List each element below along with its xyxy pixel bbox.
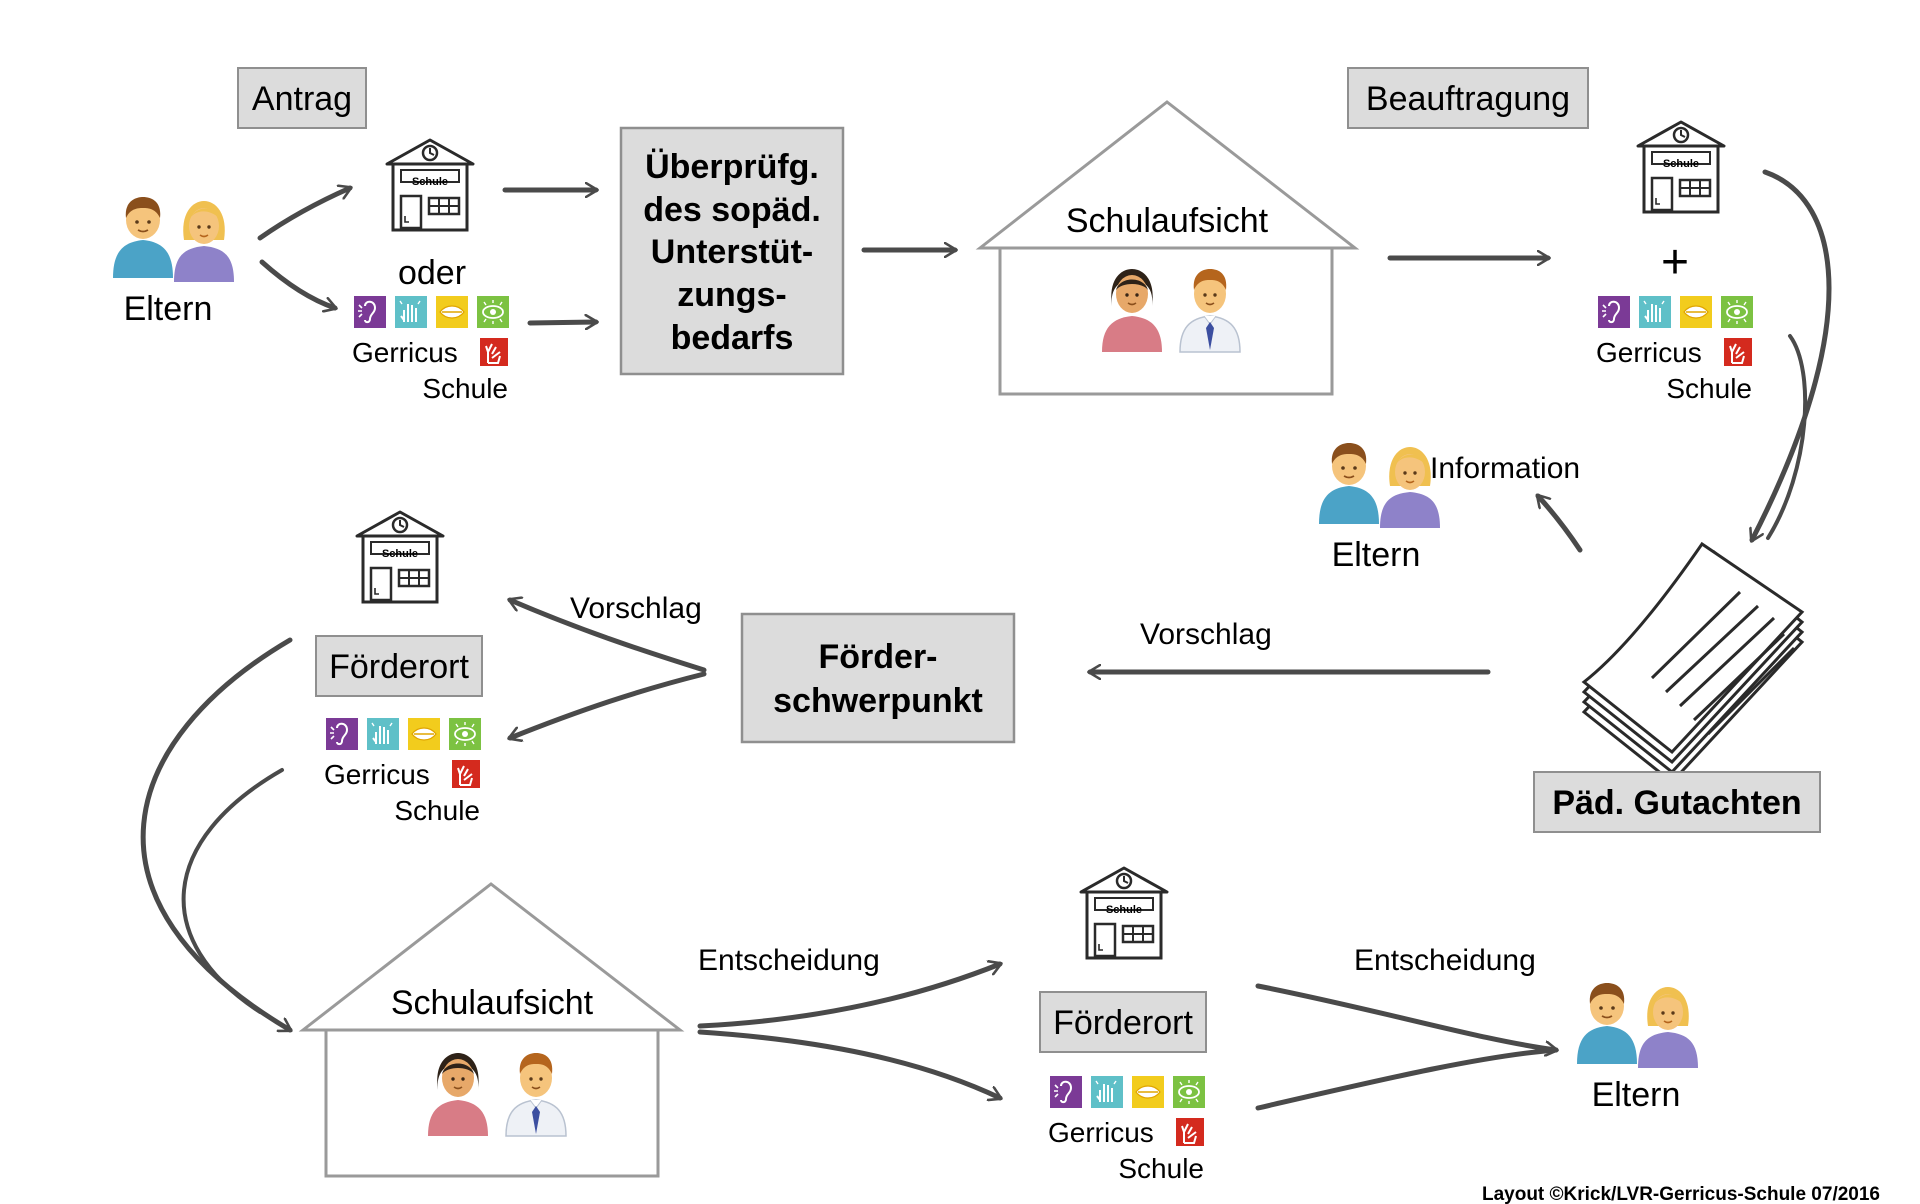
report-label: Päd. Gutachten — [1552, 784, 1801, 822]
parent-father-icon — [1318, 442, 1380, 525]
arrow-authority-to-school-bottom — [697, 964, 1000, 1029]
school-top-right: Schule — [1636, 120, 1726, 214]
arrow-school-to-report — [1752, 169, 1832, 540]
parents-label: Eltern — [1332, 536, 1421, 574]
support-check-line-5: bedarfs — [671, 319, 794, 357]
support-check-line-3: Unterstüt- — [651, 233, 813, 271]
arrow-gerricus-to-report — [1766, 334, 1808, 540]
school-authority-bottom: Schulaufsicht — [298, 882, 685, 1178]
arrow-school-to-parents-bottom — [1255, 983, 1556, 1050]
school-top-left: Schule — [385, 138, 475, 232]
sign-language-hand-icon — [1175, 1117, 1205, 1147]
parent-father-icon — [1576, 982, 1638, 1065]
gerricus-label: Gerricus — [1048, 1117, 1154, 1148]
school-sign-text: Schule — [412, 176, 448, 188]
foerderort-label-box-mid: Förderort — [315, 635, 483, 697]
arrow-school-to-authority — [140, 637, 290, 1033]
school-bottom-center: Schule — [1079, 866, 1169, 960]
focus-line-1: Förder- — [819, 638, 938, 676]
arrow-gerricus-to-parents-bottom — [1255, 1047, 1559, 1111]
focus-box: Förder- schwerpunkt — [740, 612, 1016, 744]
vorschlag-label-left: Vorschlag — [570, 592, 702, 625]
document-stack-icon — [1581, 541, 1805, 785]
oder-label: oder — [398, 254, 466, 292]
gerricus-schule-label: Schule — [1118, 1153, 1204, 1184]
school-authority-top: Schulaufsicht — [975, 100, 1360, 396]
gerricus-schule-label: Schule — [422, 373, 508, 404]
gerricus-top-left: Gerricus Schule — [352, 295, 510, 404]
parents-label: Eltern — [1592, 1076, 1681, 1114]
report-stack: Päd. Gutachten — [1533, 541, 1821, 833]
foerderort-label: Förderort — [329, 648, 469, 686]
foerderort-label: Förderort — [1053, 1004, 1193, 1042]
parents-group-end: Eltern — [1576, 982, 1699, 1114]
parents-group-start: Eltern — [112, 196, 235, 328]
authority-building — [998, 246, 1334, 396]
parent-mother-icon — [173, 200, 235, 283]
sign-language-hand-icon — [1723, 337, 1753, 367]
arrow-gerricus-to-authority — [181, 768, 284, 1014]
school-sign-text: Schule — [1106, 904, 1142, 916]
focus-line-2: schwerpunkt — [773, 682, 983, 720]
parent-father-icon — [112, 196, 174, 279]
information-label: Information — [1430, 452, 1580, 485]
layout-credit: Layout ©Krick/LVR-Gerricus-Schule 07/201… — [1482, 1184, 1880, 1204]
support-check-box: Überprüfg. des sopäd. Unterstüt- zungs- … — [619, 126, 845, 376]
foerderort-label-box-bottom: Förderort — [1039, 991, 1207, 1053]
entscheidung-label-right: Entscheidung — [1354, 944, 1536, 977]
gerricus-label: Gerricus — [352, 337, 458, 368]
support-check-line-4: zungs- — [677, 276, 787, 314]
school-sign-text: Schule — [382, 548, 418, 560]
gerricus-bottom-center: Gerricus Schule — [1048, 1075, 1206, 1184]
parents-group-info: Eltern — [1318, 442, 1441, 574]
gerricus-schule-label: Schule — [394, 795, 480, 826]
beauftragung-label-box: Beauftragung — [1347, 67, 1589, 129]
sense-tiles-icon — [1049, 1075, 1206, 1109]
gerricus-label: Gerricus — [324, 759, 430, 790]
authority-label: Schulaufsicht — [391, 984, 594, 1022]
sense-tiles-icon — [353, 295, 510, 329]
authority-label: Schulaufsicht — [1066, 202, 1269, 240]
school-sign-text: Schule — [1663, 158, 1699, 170]
sense-tiles-icon — [1597, 295, 1754, 329]
plus-sign: + — [1661, 236, 1689, 289]
parents-label: Eltern — [124, 290, 213, 328]
arrow-focus-to-gerricus-mid — [510, 671, 707, 738]
antrag-label: Antrag — [252, 80, 352, 118]
parent-mother-icon — [1637, 986, 1699, 1069]
arrow-parents-to-gerricus — [259, 259, 335, 308]
sense-tiles-icon — [325, 717, 482, 751]
arrow-gerricus-to-check — [527, 322, 596, 323]
antrag-label-box: Antrag — [237, 67, 367, 129]
sign-language-hand-icon — [479, 337, 509, 367]
entscheidung-label-left: Entscheidung — [698, 944, 880, 977]
support-check-line-1: Überprüfg. — [645, 148, 819, 186]
gerricus-mid-left: Gerricus Schule — [324, 717, 482, 826]
vorschlag-label-right: Vorschlag — [1140, 618, 1272, 651]
school-mid-left: Schule — [355, 510, 445, 604]
arrow-parents-to-school — [257, 188, 350, 241]
gerricus-schule-label: Schule — [1666, 373, 1752, 404]
gerricus-top-right: Gerricus Schule — [1596, 295, 1754, 404]
gerricus-label: Gerricus — [1596, 337, 1702, 368]
beauftragung-label: Beauftragung — [1366, 80, 1570, 118]
support-check-line-2: des sopäd. — [643, 191, 821, 229]
arrow-focus-to-school-mid — [510, 600, 707, 673]
authority-building — [324, 1028, 660, 1178]
sign-language-hand-icon — [451, 759, 481, 789]
arrow-authority-to-gerricus-bottom — [697, 1029, 1000, 1098]
arrow-report-to-parents — [1535, 493, 1583, 553]
